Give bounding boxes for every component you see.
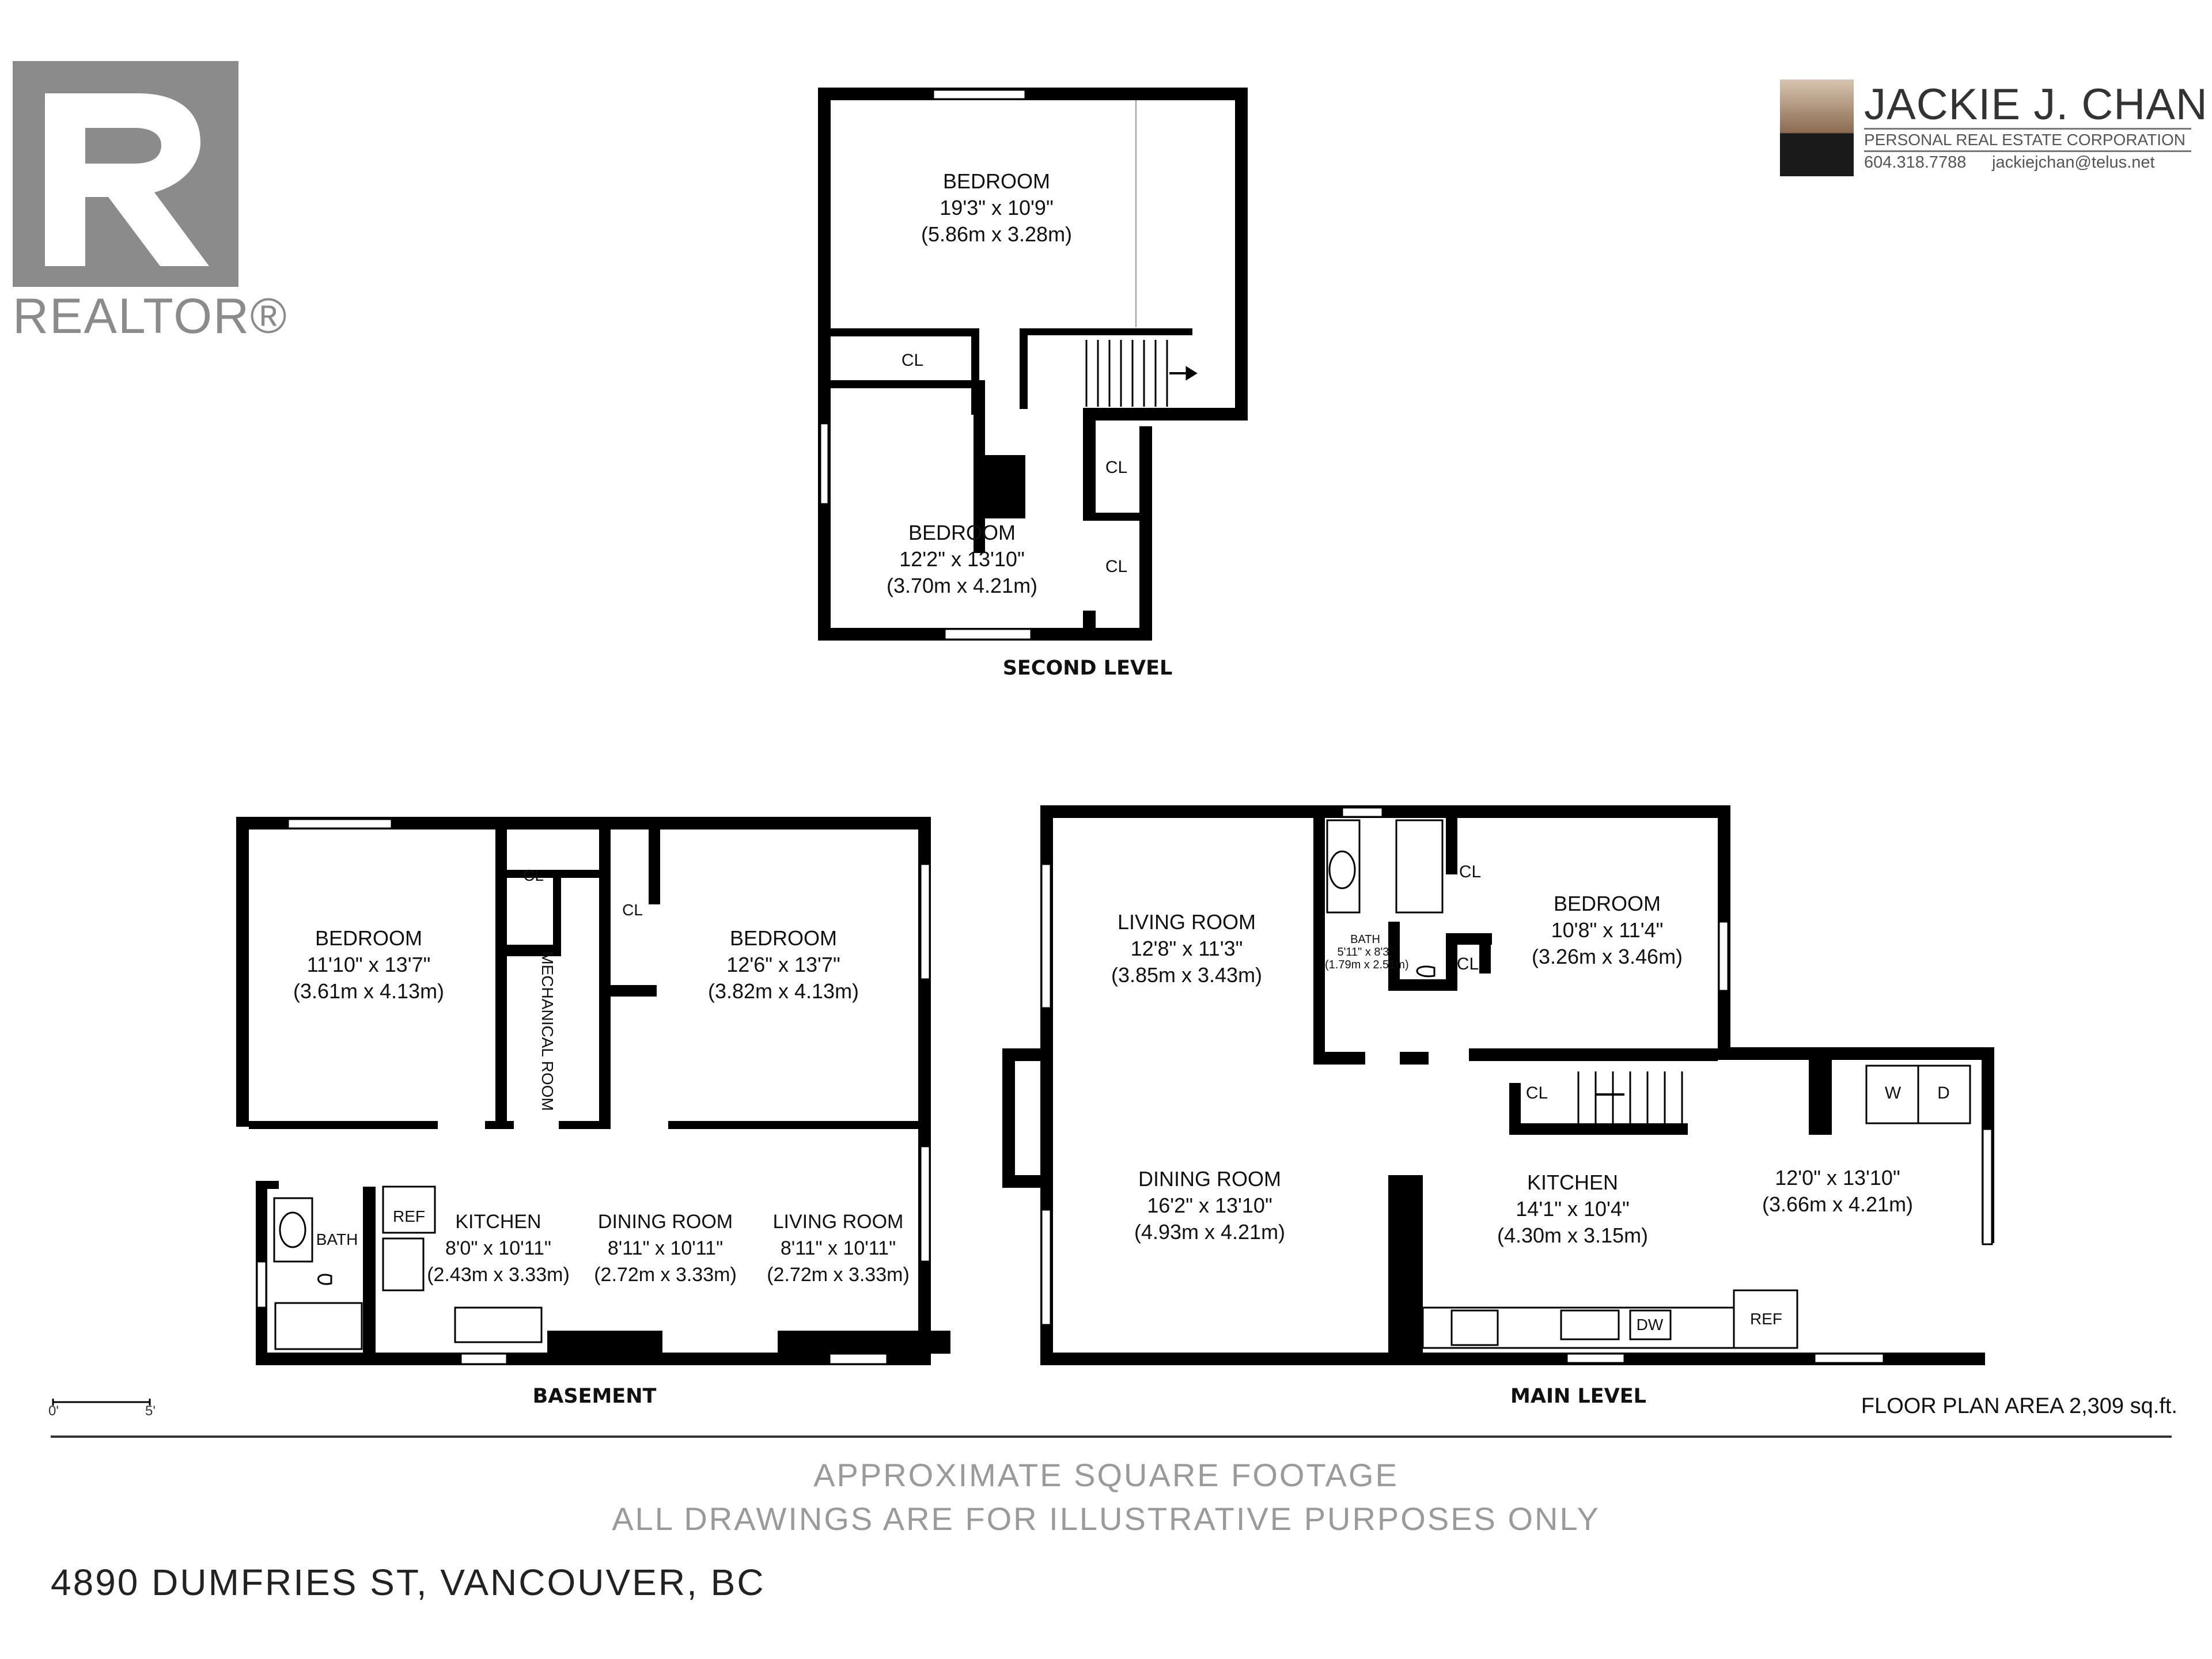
level-title: MAIN LEVEL (1510, 1385, 1646, 1408)
closet-label: CL (1459, 862, 1482, 881)
scale-bar (52, 1399, 151, 1406)
scale-start-label: 0' (48, 1403, 59, 1419)
dishwasher-label: DW (1636, 1316, 1664, 1334)
second-level-walls (818, 88, 1248, 641)
fridge-label: REF (393, 1207, 425, 1225)
disclaimer-line: ALL DRAWINGS ARE FOR ILLUSTRATIVE PURPOS… (612, 1501, 1600, 1537)
agent-name: JACKIE J. CHAN (1864, 80, 2208, 129)
closet-label: CL (622, 901, 643, 919)
level-title: BASEMENT (532, 1385, 657, 1408)
divider-line (51, 1435, 2172, 1438)
dryer-label: D (1937, 1084, 1950, 1103)
agent-photo (1780, 79, 1854, 176)
closet-label: CL (1105, 458, 1128, 477)
scale-end-label: 5' (145, 1403, 156, 1419)
closet-label: CL (1105, 557, 1128, 576)
agent-email: jackiejchan@telus.net (1992, 153, 2155, 172)
agent-phone: 604.318.7788 (1864, 153, 1967, 172)
fridge-label: REF (1750, 1310, 1782, 1328)
main-level-fixtures (1326, 819, 1971, 1349)
second-level-windows (819, 89, 1032, 641)
bath-label: BATH (316, 1230, 358, 1248)
property-address: 4890 DUMFRIES ST, VANCOUVER, BC (51, 1562, 766, 1603)
closet-label: CL (1456, 955, 1479, 974)
closet-label: CL (523, 866, 544, 884)
room-label: 12'0" x 13'10"(3.66m x 4.21m) (1762, 1166, 1914, 1216)
realtor-wordmark: REALTOR® (13, 289, 288, 344)
second-level-stairs (1085, 100, 1198, 407)
main-level-windows (1040, 806, 1993, 1364)
mechanical-room-label: MECHANICAL ROOM (539, 951, 556, 1111)
floor-plan-area: FLOOR PLAN AREA 2,309 sq.ft. (1861, 1394, 2177, 1418)
basement-windows (256, 818, 931, 1365)
main-level-walls (1002, 805, 1994, 1365)
disclaimer-line: APPROXIMATE SQUARE FOOTAGE (813, 1457, 1399, 1493)
closet-label: CL (901, 351, 924, 370)
washer-label: W (1884, 1084, 1902, 1103)
closet-label: CL (1525, 1084, 1548, 1103)
realtor-logo (13, 61, 238, 287)
basement-fixtures (273, 1185, 543, 1350)
agent-contact: JACKIE J. CHAN PERSONAL REAL ESTATE CORP… (1780, 75, 2207, 179)
agent-corporation: PERSONAL REAL ESTATE CORPORATION (1864, 128, 2191, 152)
level-title: SECOND LEVEL (1002, 657, 1173, 680)
